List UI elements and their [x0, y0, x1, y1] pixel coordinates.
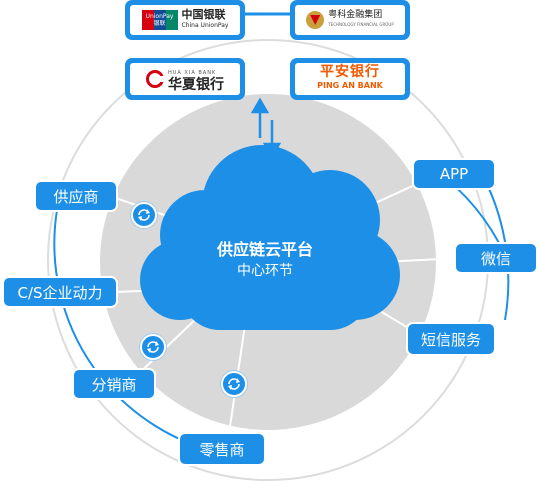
- bank-card-huaxia[interactable]: HUA XIA BANK 华夏银行: [125, 58, 245, 100]
- bank-card-yuke[interactable]: 粤科金融集团 TECHNOLOGY FINANCIAL GROUP: [290, 0, 410, 40]
- sync-icon: [140, 334, 166, 360]
- unionpay-name: 中国银联: [181, 8, 226, 21]
- node-app[interactable]: APP: [414, 160, 494, 188]
- huaxia-en: HUA XIA BANK: [168, 70, 217, 76]
- node-sms[interactable]: 短信服务: [408, 324, 494, 354]
- sync-icon: [221, 371, 247, 397]
- unionpay-logo: UnionPay 银联: [141, 10, 178, 30]
- bank-card-pingan[interactable]: 平安银行 PING AN BANK: [290, 58, 410, 100]
- node-wechat[interactable]: 微信: [456, 244, 536, 272]
- yuke-en: TECHNOLOGY FINANCIAL GROUP: [328, 22, 394, 27]
- node-retailer[interactable]: 零售商: [180, 434, 264, 464]
- unionpay-en: China UnionPay: [181, 22, 229, 29]
- yuke-logo: [306, 11, 325, 29]
- platform-title: 供应链云平台: [216, 240, 313, 259]
- up-down-arrows-icon: [250, 97, 282, 159]
- pingan-en: PING AN BANK: [317, 81, 383, 90]
- huaxia-logo: [146, 70, 164, 88]
- pingan-name: 平安银行: [320, 64, 380, 80]
- platform-subtitle: 中心环节: [237, 263, 293, 279]
- node-supplier[interactable]: 供应商: [36, 182, 116, 210]
- node-cs-enterprise[interactable]: C/S企业动力: [4, 278, 116, 306]
- cloud-shape: [140, 145, 400, 330]
- bank-card-unionpay[interactable]: UnionPay 银联 中国银联 China UnionPay: [125, 0, 245, 40]
- huaxia-name: 华夏银行: [168, 77, 224, 93]
- sync-icon: [131, 202, 157, 228]
- yuke-name: 粤科金融集团: [328, 10, 383, 20]
- node-distributor[interactable]: 分销商: [74, 370, 154, 398]
